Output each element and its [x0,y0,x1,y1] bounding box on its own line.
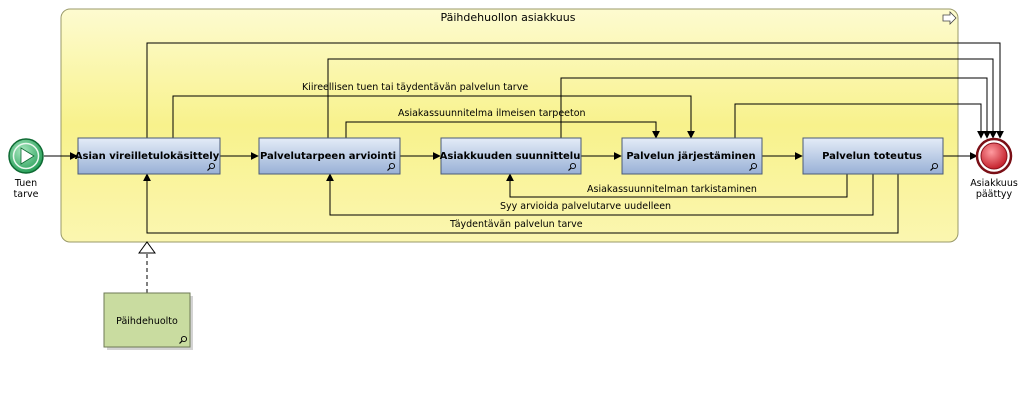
flow-label-reassess: Syy arvioida palvelutarve uudelleen [500,201,671,212]
flow-plan-unneeded [345,121,660,139]
task-label: Asian vireilletulokäsittely [75,151,220,162]
task-palvelun-jarjestaminen[interactable]: Palvelun järjestäminen [621,137,763,175]
end-event-label-line1: Asiakkuus [970,178,1018,189]
play-icon [20,147,35,165]
start-event-label-line1: Tuen [14,178,37,189]
magnifier-icon[interactable] [207,162,216,171]
start-event-label-line2: tarve [14,189,39,200]
task-label: Palvelun järjestäminen [626,151,755,162]
task-label: Palvelun toteutus [822,151,922,162]
magnifier-icon[interactable] [930,162,939,171]
end-event-label-line2: päättyy [976,189,1013,200]
sequence-flows [44,42,1004,234]
flow-t4-to-end [734,103,985,139]
task-label: Asiakkuuden suunnittelu [440,151,581,162]
flow-t3-to-end [560,77,991,139]
data-object-paihdehuolto[interactable]: Päihdehuolto [103,292,193,350]
task-palvelutarpeen-arviointi[interactable]: Palvelutarpeen arviointi [258,137,401,175]
flow-supplementary [143,173,899,234]
flow-label-urgent-need: Kiireellisen tuen tai täydentävän palvel… [302,82,528,93]
task-asian-vireilletulokasittely[interactable]: Asian vireilletulokäsittely [75,137,221,175]
flow-reassess [326,173,874,216]
flow-label-supplementary: Täydentävän palvelun tarve [449,219,583,230]
magnifier-icon[interactable] [387,162,396,171]
flow-label-plan-unneeded: Asiakassuunnitelma ilmeisen tarpeeton [398,108,586,119]
task-asiakkuuden-suunnittelu[interactable]: Asiakkuuden suunnittelu [440,137,582,175]
link-icon[interactable] [942,11,957,25]
pool-title: Päihdehuollon asiakkuus [441,11,576,24]
start-event[interactable] [8,138,44,174]
magnifier-icon[interactable] [749,162,758,171]
task-label: Palvelutarpeen arviointi [260,151,396,162]
data-object-label: Päihdehuolto [116,316,178,327]
end-event[interactable] [975,137,1013,175]
flow-t2-to-end [327,58,997,139]
flow-plan-review [506,173,848,198]
association-line [138,241,156,293]
flow-urgent-need [172,95,695,139]
magnifier-icon[interactable] [179,335,188,344]
magnifier-icon[interactable] [568,162,577,171]
task-palvelun-toteutus[interactable]: Palvelun toteutus [802,137,944,175]
pool[interactable]: Päihdehuollon asiakkuus [60,8,959,243]
flow-t1-to-end [146,42,1004,139]
flow-label-plan-review: Asiakassuunnitelman tarkistaminen [587,184,757,195]
